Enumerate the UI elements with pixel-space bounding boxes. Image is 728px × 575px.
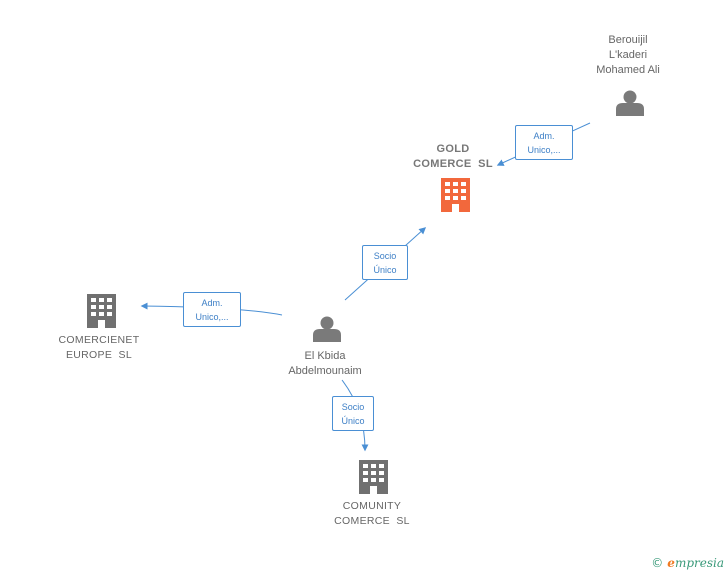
building-icon [359, 460, 388, 494]
node-label-el-kbida[interactable]: El Kbida Abdelmounaim [288, 350, 362, 377]
edge-label-text: Adm. Unico,... [195, 298, 229, 322]
node-label-comercienet-europe[interactable]: COMERCIENET EUROPE SL [58, 334, 140, 361]
edge-label-berouijil-gold: Adm. Unico,... [515, 125, 573, 160]
building-icon [87, 294, 116, 328]
edge-label-elkbida-comercienet: Adm. Unico,... [183, 292, 241, 327]
brand-initial: e [667, 556, 675, 570]
building-icon [441, 178, 470, 212]
person-icon [313, 316, 341, 342]
empresia-logo[interactable]: ©empresia [651, 556, 724, 570]
edge-label-elkbida-comunity: Socio Único [332, 396, 374, 431]
node-label-comunity-comerce[interactable]: COMUNITY COMERCE SL [334, 500, 410, 527]
brand-name: mpresia [674, 556, 724, 570]
person-icon [616, 90, 644, 116]
copyright-symbol: © [651, 556, 664, 570]
node-label-gold-comerce[interactable]: GOLD COMERCE SL [413, 143, 493, 170]
edge-label-text: Adm. Unico,... [527, 131, 561, 155]
edge-label-text: Socio Único [341, 402, 365, 426]
node-label-berouijil[interactable]: Berouijil L'kaderi Mohamed Ali [596, 34, 660, 76]
edge-label-text: Socio Único [373, 251, 397, 275]
edge-label-elkbida-gold: Socio Único [362, 245, 408, 280]
